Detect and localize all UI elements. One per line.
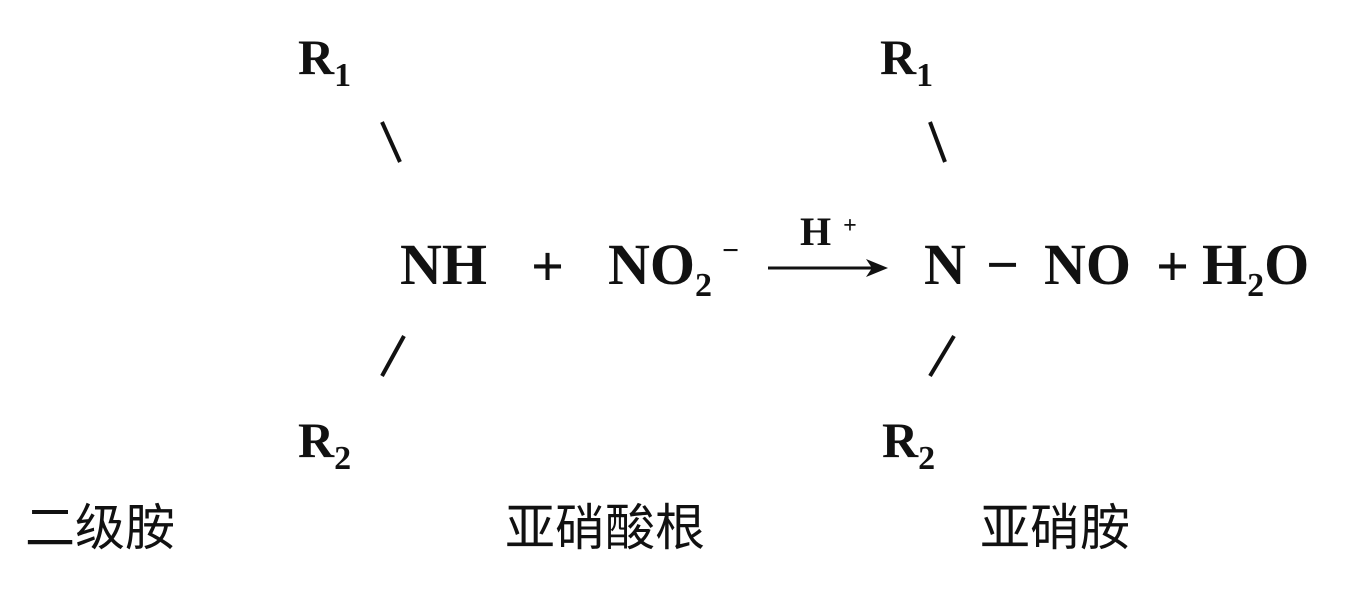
r2-left: R2 xyxy=(298,412,352,477)
bond-r2-right xyxy=(928,334,956,378)
r1-left: R1 xyxy=(298,29,352,94)
label-secondary-amine: 二级胺 xyxy=(25,499,175,557)
water-formula: H2O xyxy=(1202,232,1310,304)
product-bond: − xyxy=(986,232,1020,297)
product-no: NO xyxy=(1044,232,1131,297)
r2-right: R2 xyxy=(882,412,936,477)
bond-r1-right xyxy=(928,121,947,163)
label-nitrite: 亚硝酸根 xyxy=(505,499,705,557)
product-n: N xyxy=(924,232,966,297)
arrow-condition: H+ xyxy=(800,209,857,254)
amine-nh: NH xyxy=(400,232,487,297)
bond-r1-left xyxy=(380,121,402,163)
reaction-arrow xyxy=(768,259,888,277)
plus-sign: + xyxy=(531,234,565,299)
nitrite-formula: NO2− xyxy=(608,232,740,304)
plus-sign-2: + xyxy=(1156,234,1190,299)
r1-right: R1 xyxy=(880,29,934,94)
bond-r2-left xyxy=(380,335,406,377)
label-nitrosamine: 亚硝胺 xyxy=(980,499,1130,557)
